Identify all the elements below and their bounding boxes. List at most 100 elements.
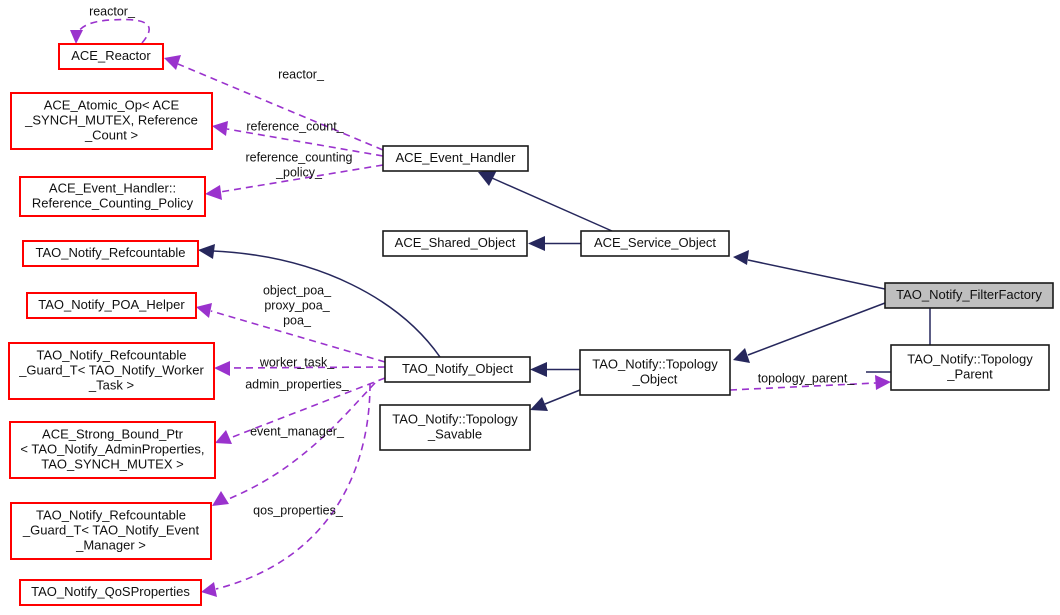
class-node-tao_notify_poa_helper[interactable]: TAO_Notify_POA_Helper [26,292,197,319]
class-node-box[interactable] [884,282,1054,309]
edge-label-label_reactor: reactor_ [278,67,325,81]
class-node-label: TAO_Notify::Topology [592,356,718,371]
edge-label-text: _policy_ [275,165,323,179]
class-node-label: _Guard_T< TAO_Notify_Worker [18,362,204,377]
class-node-ace_event_handler[interactable]: ACE_Event_Handler [382,145,529,172]
class-node-box[interactable] [384,356,531,383]
edge-label-text: topology_parent_ [758,371,856,385]
class-node-label: TAO_Notify::Topology [392,411,518,426]
edge-topology-object-savable [530,389,581,411]
class-node-ace_shared_object[interactable]: ACE_Shared_Object [382,230,528,257]
class-node-box[interactable] [9,421,216,479]
edge-filterfactory-topology-object [733,302,886,363]
class-node-box[interactable] [19,579,202,606]
class-node-box[interactable] [580,230,730,257]
class-node-box[interactable] [8,342,215,400]
class-node-box[interactable] [379,404,531,451]
class-node-box[interactable] [579,349,731,396]
edge-label-text: admin_properties_ [245,377,350,391]
edge-qos-properties [201,383,371,597]
class-node-box[interactable] [382,145,529,172]
edge-label-text: reference_count_ [246,119,344,133]
edge-label-text: poa_ [283,313,312,327]
class-node-label: _Task > [88,377,134,392]
edge-poa-helper [196,303,386,363]
edge-service-object-shared-object [528,236,581,251]
edge-reactor [164,55,384,151]
class-node-label: TAO_Notify_Refcountable [36,347,186,362]
edge-label-text: proxy_poa_ [264,298,330,312]
edge-service-object-event-handler [478,170,613,232]
edge-label-label_reactor_self: reactor_ [89,4,136,18]
class-node-ace_service_object[interactable]: ACE_Service_Object [580,230,730,257]
class-node-box[interactable] [19,176,206,217]
class-node-ace_event_handler_refcount_policy[interactable]: ACE_Event_Handler::Reference_Counting_Po… [19,176,206,217]
edge-label-text: reactor_ [278,67,325,81]
edge-admin-properties [215,377,386,444]
class-node-ace_strong_bound_ptr_adminproperties[interactable]: ACE_Strong_Bound_Ptr< TAO_Notify_AdminPr… [9,421,216,479]
edge-label-label_reference_counting_policy: reference_counting_policy_ [245,150,352,179]
edge-label-label_qos_properties: qos_properties_ [253,503,344,517]
class-node-label: ACE_Event_Handler:: [49,180,176,195]
class-node-ace_reactor[interactable]: ACE_Reactor [58,43,164,70]
class-node-box[interactable] [22,240,199,267]
class-node-box[interactable] [890,344,1050,391]
class-node-box[interactable] [10,502,212,560]
class-node-label: _Savable [427,426,482,441]
edge-label-label_event_manager: event_manager_ [250,424,345,438]
class-node-tao_notify_refcountable[interactable]: TAO_Notify_Refcountable [22,240,199,267]
class-node-label: ACE_Shared_Object [395,235,516,250]
class-node-box[interactable] [382,230,528,257]
class-node-tao_notify_topology_savable[interactable]: TAO_Notify::Topology_Savable [379,404,531,451]
class-node-tao_notify_filterfactory[interactable]: TAO_Notify_FilterFactory [884,282,1054,309]
edge-layer [70,18,931,597]
class-node-label: TAO_SYNCH_MUTEX > [41,456,183,471]
class-node-label: _Manager > [75,537,146,552]
class-node-ace_atomic_op[interactable]: ACE_Atomic_Op< ACE_SYNCH_MUTEX, Referenc… [10,92,213,150]
class-node-label: TAO_Notify_QoSProperties [31,584,190,599]
class-node-label: TAO_Notify_Refcountable [35,245,185,260]
edge-label-label_admin_properties: admin_properties_ [245,377,350,391]
edge-label-text: reference_counting [245,150,352,164]
edge-label-label_topology_parent: topology_parent_ [758,371,856,385]
edge-reference-count [212,121,384,157]
class-node-box[interactable] [10,92,213,150]
edge-label-text: event_manager_ [250,424,345,438]
edge-event-manager [212,382,376,506]
class-node-box[interactable] [26,292,197,319]
class-node-label: Reference_Counting_Policy [32,195,194,210]
edge-label-text: reactor_ [89,4,136,18]
class-node-label: _Object [632,371,678,386]
class-node-label: ACE_Service_Object [594,235,716,250]
edge-label-layer: reactor_ reactor_ reference_count_ referenc… [89,4,855,517]
class-node-label: _SYNCH_MUTEX, Reference [24,112,198,127]
edge-label-label_object_poa: object_poa_proxy_poa_poa_ [263,283,332,327]
class-node-tao_notify_object[interactable]: TAO_Notify_Object [384,356,531,383]
class-node-label: ACE_Strong_Bound_Ptr [42,426,184,441]
edge-reference-counting-policy [205,164,384,200]
class-node-label: _Parent [946,366,993,381]
class-node-label: TAO_Notify_POA_Helper [38,297,185,312]
edge-label-label_worker_task: worker_task_ [259,355,335,369]
class-node-tao_notify_qosproperties[interactable]: TAO_Notify_QoSProperties [19,579,202,606]
class-node-tao_notify_topology_object[interactable]: TAO_Notify::Topology_Object [579,349,731,396]
class-node-tao_notify_refcountable_guard_event_manager[interactable]: TAO_Notify_Refcountable_Guard_T< TAO_Not… [10,502,212,560]
class-node-tao_notify_refcountable_guard_worker_task[interactable]: TAO_Notify_Refcountable_Guard_T< TAO_Not… [8,342,215,400]
edge-worker-task [214,361,386,376]
class-node-label: _Guard_T< TAO_Notify_Event [22,522,200,537]
edge-topology-parent-usage [729,375,891,391]
edge-label-label_reference_count: reference_count_ [246,119,344,133]
class-node-label: ACE_Atomic_Op< ACE [44,97,180,112]
edge-filterfactory-topology-parent [929,308,931,345]
class-node-label: TAO_Notify_Object [402,361,513,376]
class-node-box[interactable] [58,43,164,70]
class-node-tao_notify_topology_parent[interactable]: TAO_Notify::Topology_Parent [890,344,1050,391]
edge-label-text: object_poa_ [263,283,332,297]
class-node-label: ACE_Reactor [71,48,151,63]
class-node-label: TAO_Notify_Refcountable [36,507,186,522]
edge-topology-object-notify-object [530,362,580,377]
class-node-label: < TAO_Notify_AdminProperties, [20,441,204,456]
